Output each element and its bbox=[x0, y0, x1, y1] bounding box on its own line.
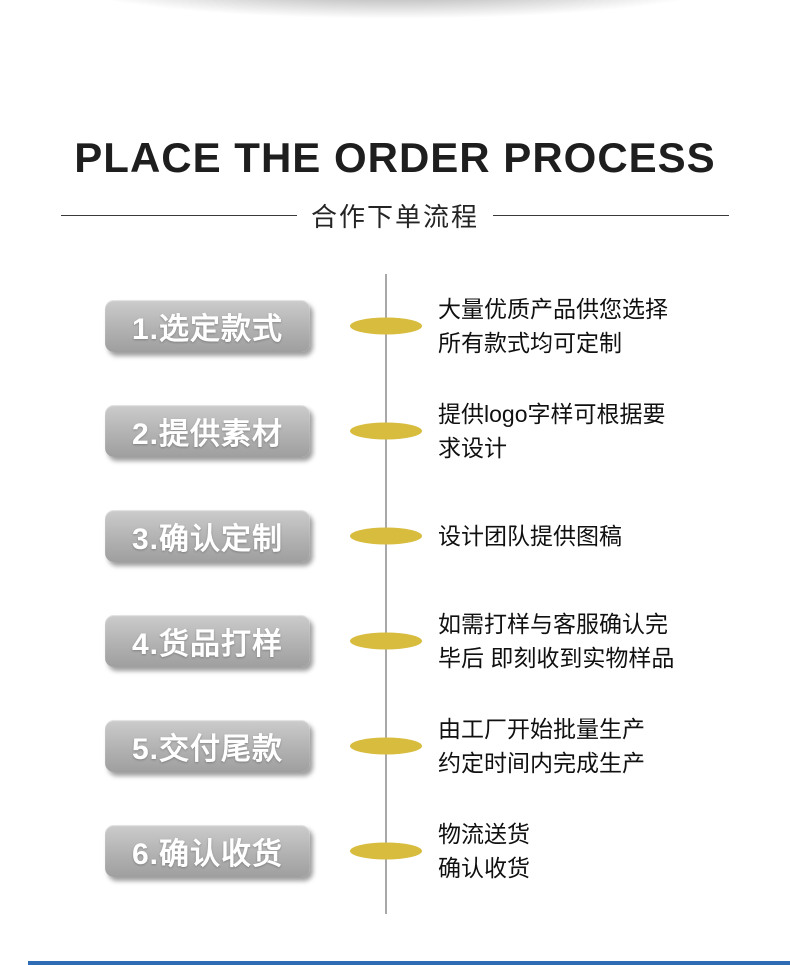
step-5-description: 由工厂开始批量生产 约定时间内完成生产 bbox=[438, 712, 758, 780]
step-1-description: 大量优质产品供您选择 所有款式均可定制 bbox=[438, 292, 758, 360]
step-6-desc-line-2: 确认收货 bbox=[438, 855, 530, 881]
step-5-button: 5.交付尾款 bbox=[105, 720, 310, 772]
step-row-1: 1.选定款式 大量优质产品供您选择 所有款式均可定制 bbox=[0, 296, 790, 356]
step-3-desc-line-1: 设计团队提供图稿 bbox=[438, 523, 622, 549]
step-5-desc-line-2: 约定时间内完成生产 bbox=[438, 750, 645, 776]
step-1-label: 1.选定款式 bbox=[131, 313, 284, 346]
step-row-6: 6.确认收货 物流送货 确认收货 bbox=[0, 821, 790, 881]
step-6-desc-line-1: 物流送货 bbox=[438, 821, 530, 847]
step-1-desc-line-2: 所有款式均可定制 bbox=[438, 330, 622, 356]
step-2-desc-line-2: 求设计 bbox=[438, 435, 507, 461]
step-2-desc-line-1: 提供logo字样可根据要 bbox=[438, 401, 666, 427]
ellipse-node-icon bbox=[350, 422, 422, 440]
step-1-desc-line-1: 大量优质产品供您选择 bbox=[438, 296, 668, 322]
step-2-description: 提供logo字样可根据要 求设计 bbox=[438, 397, 758, 465]
step-4-description: 如需打样与客服确认完 毕后 即刻收到实物样品 bbox=[438, 607, 758, 675]
ellipse-node-icon bbox=[350, 737, 422, 755]
step-row-3: 3.确认定制 设计团队提供图稿 bbox=[0, 510, 790, 562]
step-1-button: 1.选定款式 bbox=[105, 300, 310, 352]
page-title: PLACE THE ORDER PROCESS bbox=[74, 134, 716, 181]
step-4-button: 4.货品打样 bbox=[105, 615, 310, 667]
subtitle-line-right bbox=[493, 214, 729, 216]
step-6-label: 6.确认收货 bbox=[131, 838, 284, 871]
step-row-4: 4.货品打样 如需打样与客服确认完 毕后 即刻收到实物样品 bbox=[0, 611, 790, 671]
step-4-label: 4.货品打样 bbox=[131, 628, 284, 661]
step-5-desc-line-1: 由工厂开始批量生产 bbox=[438, 716, 645, 742]
step-row-5: 5.交付尾款 由工厂开始批量生产 约定时间内完成生产 bbox=[0, 716, 790, 776]
step-2-button: 2.提供素材 bbox=[105, 405, 310, 457]
subtitle-line-left bbox=[60, 214, 297, 216]
ellipse-node-icon bbox=[350, 527, 422, 545]
top-page-shadow bbox=[0, 0, 790, 34]
ellipse-node-icon bbox=[350, 317, 422, 335]
timeline-line bbox=[385, 274, 387, 914]
subtitle-row: 合作下单流程 bbox=[0, 196, 790, 234]
step-2-label: 2.提供素材 bbox=[131, 418, 284, 451]
step-4-desc-line-2: 毕后 即刻收到实物样品 bbox=[438, 645, 675, 671]
step-3-description: 设计团队提供图稿 bbox=[438, 519, 758, 553]
step-5-label: 5.交付尾款 bbox=[131, 733, 284, 766]
step-3-button: 3.确认定制 bbox=[105, 510, 310, 562]
page-subtitle: 合作下单流程 bbox=[310, 201, 479, 232]
step-4-desc-line-1: 如需打样与客服确认完 bbox=[438, 611, 668, 637]
step-3-label: 3.确认定制 bbox=[131, 523, 284, 556]
ellipse-node-icon bbox=[350, 632, 422, 650]
ellipse-node-icon bbox=[350, 842, 422, 860]
step-6-button: 6.确认收货 bbox=[105, 825, 310, 877]
step-row-2: 2.提供素材 提供logo字样可根据要 求设计 bbox=[0, 401, 790, 461]
step-6-description: 物流送货 确认收货 bbox=[438, 817, 758, 885]
bottom-divider bbox=[28, 961, 790, 965]
